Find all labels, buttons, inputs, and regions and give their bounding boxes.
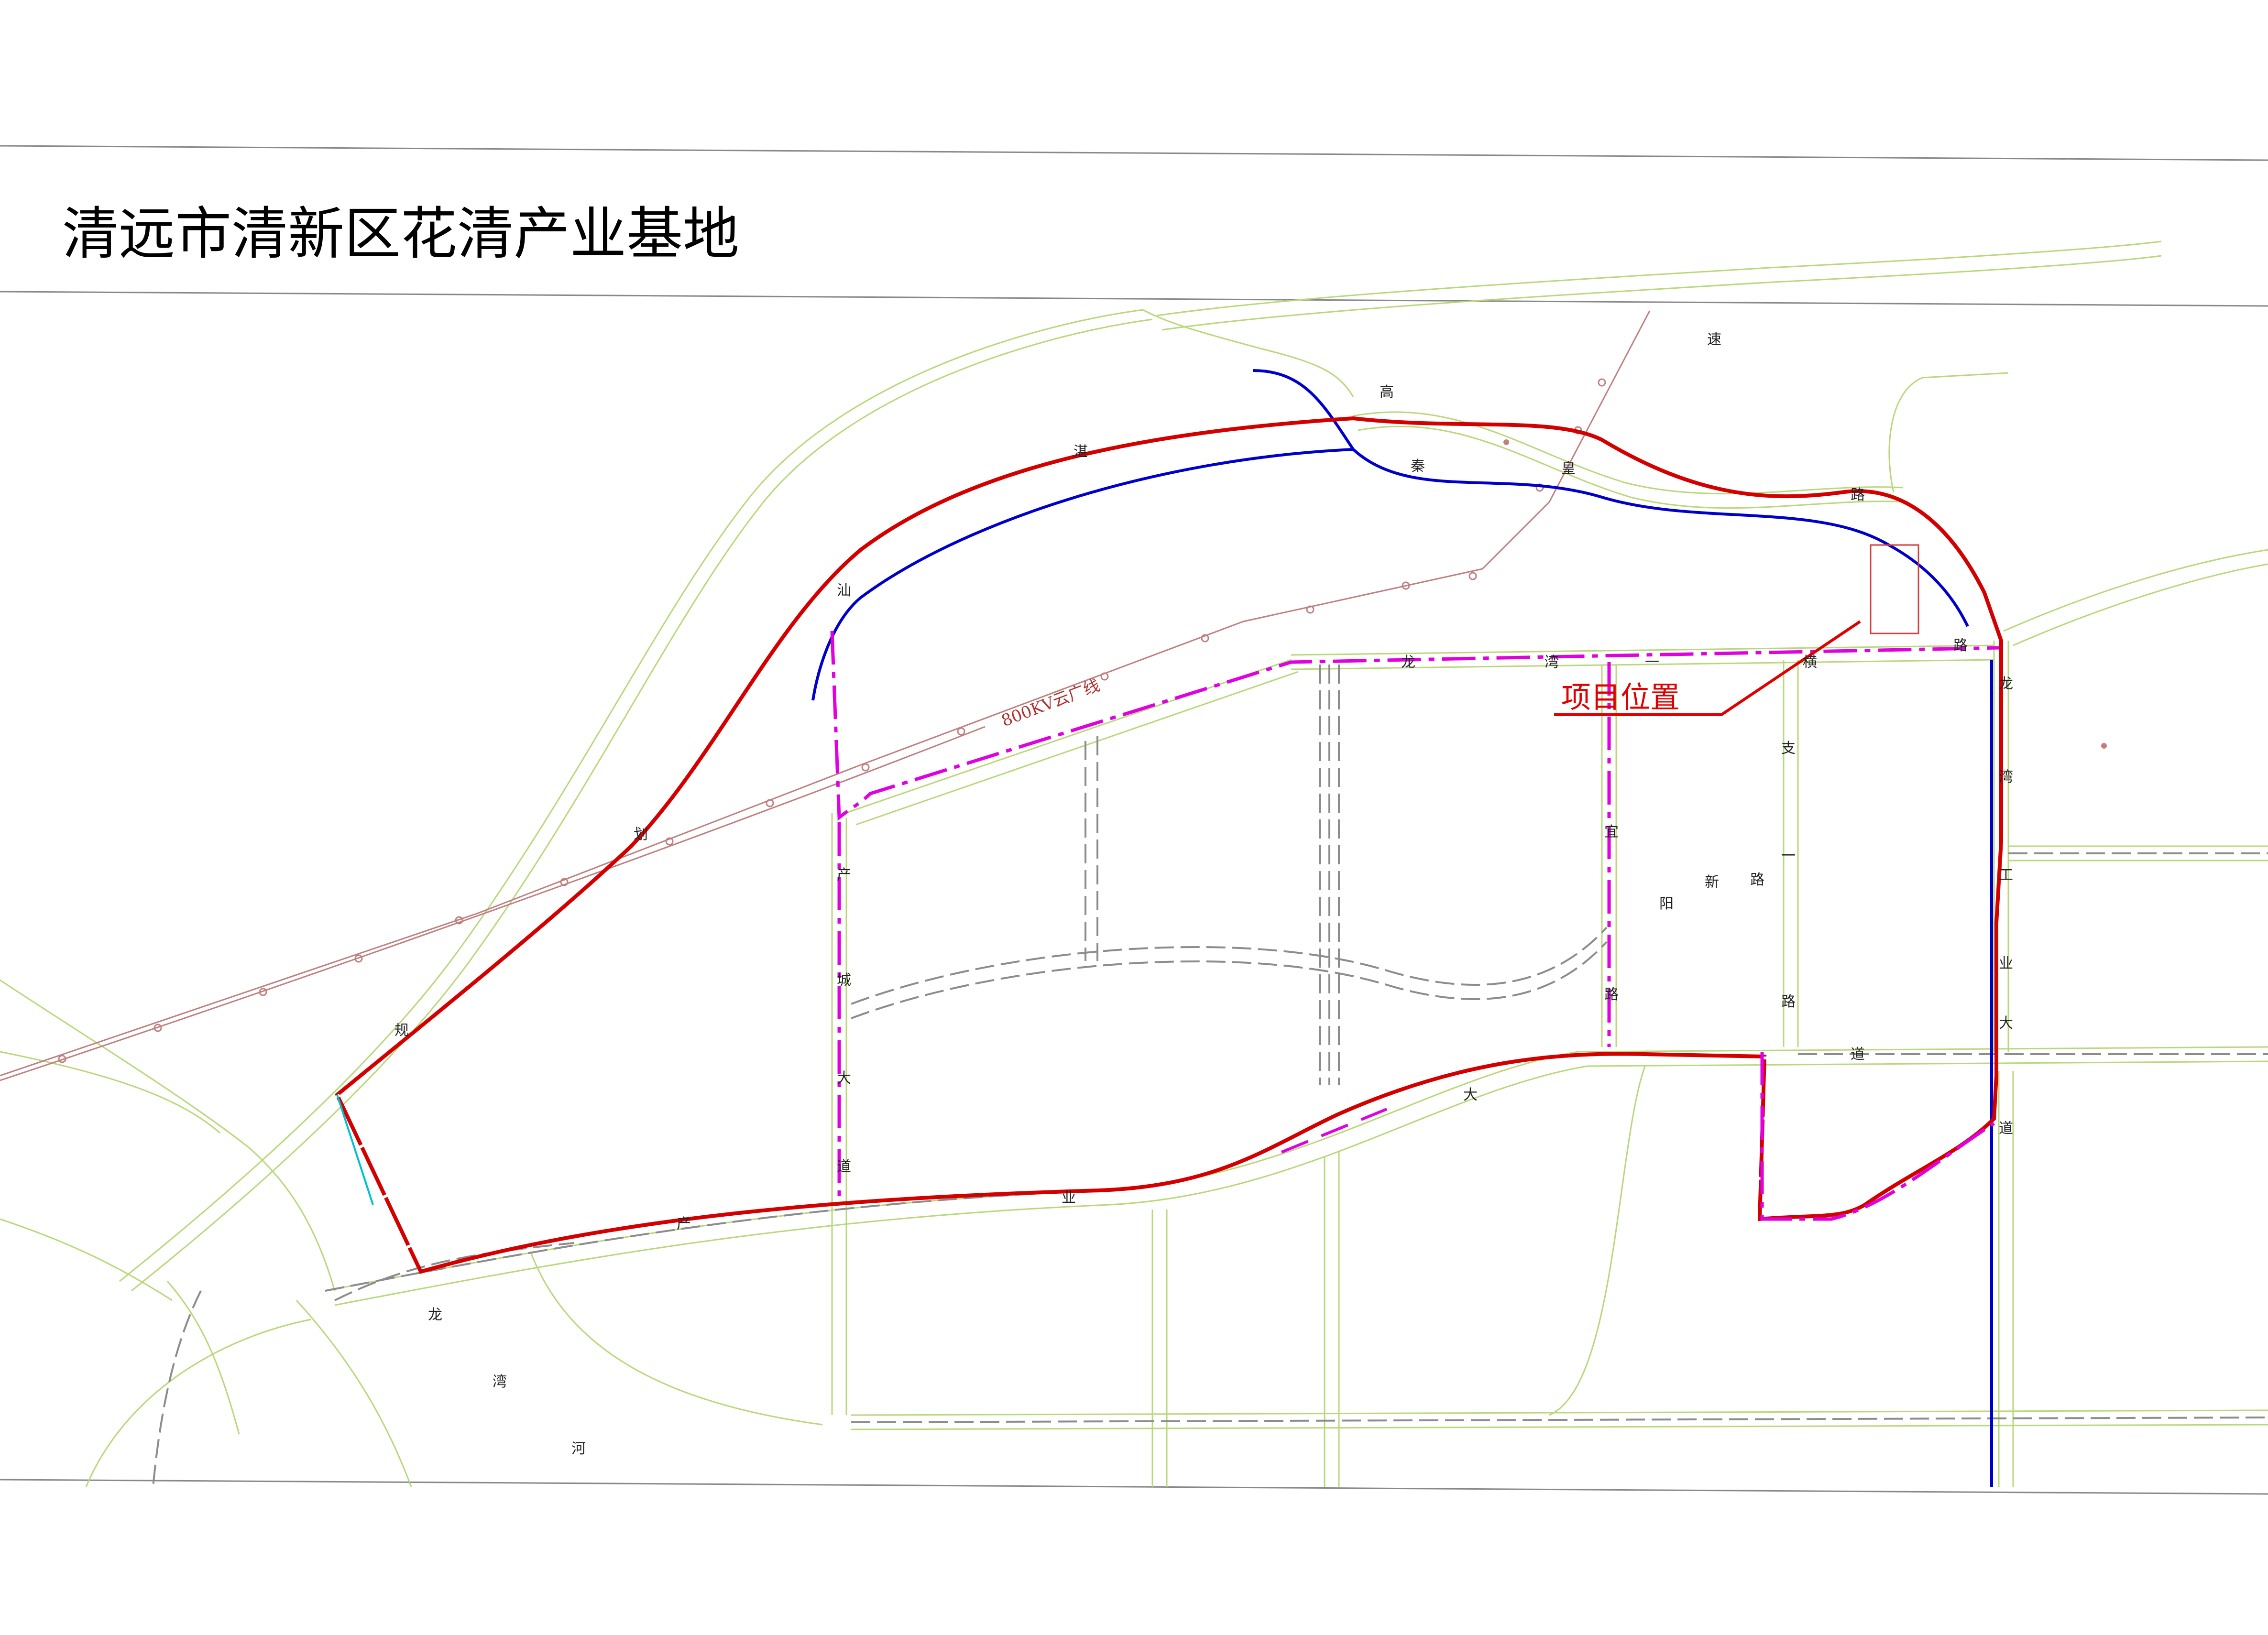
site-boundary [335,416,2003,1274]
label-lwgy-3: 工 [1999,867,2013,883]
label-chanye-1: 产 [677,1216,691,1232]
label-gaosu-1: 高 [1380,384,1394,401]
label-river-2: 湾 [493,1373,507,1390]
label-lwgy-2: 湾 [1999,769,2013,785]
label-zhi1-3: 路 [1781,993,1796,1010]
blue-line-west [811,448,1354,701]
magenta-boundary [830,631,1999,821]
label-shanzhan-1: 汕 [837,582,851,599]
survey-point [1503,439,1509,445]
label-longwan1-1: 龙 [1401,654,1415,671]
label-yiyang-4: 路 [1750,872,1764,888]
label-yiyang-3: 新 [1705,874,1719,891]
label-lwgy-5: 大 [1999,1015,2013,1032]
label-shanzhan-2: 湛 [1074,444,1088,460]
road-labels: 高 速 汕 湛 秦 皇 路 规 划 龙 湾 一 横 路 龙 湾 工 业 大 道 … [394,331,2013,1457]
label-river-1: 龙 [428,1307,442,1323]
label-lwgy-4: 业 [1999,955,2013,972]
label-zhi1-2: 一 [1781,848,1796,864]
power-line-800kv [0,310,1651,1081]
label-qinhuang-3: 路 [1851,487,1865,503]
label-lwgy-1: 龙 [1999,676,2013,692]
label-zhi1-1: 支 [1781,740,1796,757]
road-centerlines [152,665,2268,1487]
label-lwgy-6: 道 [1999,1120,2013,1137]
label-chancheng-3: 大 [837,1070,851,1087]
road-network [0,240,2268,1487]
label-gaosu-2: 速 [1707,331,1721,348]
label-yiyang-5: 路 [1604,986,1619,1003]
label-guihua-1: 规 [394,1022,409,1039]
label-chanye-2: 业 [1062,1189,1076,1206]
magenta-south [1760,1052,1995,1221]
title-frame [0,145,2268,1495]
label-qinhuang-1: 秦 [1411,458,1425,475]
label-chancheng-1: 产 [837,867,851,883]
project-leader-line [1554,620,1861,716]
cyan-line [336,1094,374,1205]
label-longwan1-3: 一 [1645,654,1659,671]
label-yiyang-1: 宜 [1604,824,1619,840]
power-line-label: 800KV云广线 [999,676,1103,730]
label-chanye-4: 道 [1851,1046,1865,1063]
magenta-chanye [1281,1108,1388,1154]
label-chancheng-2: 城 [837,972,851,989]
label-chanye-3: 大 [1463,1087,1478,1103]
label-qinhuang-2: 皇 [1561,460,1576,477]
label-yiyang-2: 阳 [1659,895,1674,912]
project-location-label: 项目位置 [1561,680,1680,715]
project-site-rect [1870,544,1919,634]
label-longwan1-5: 路 [1953,637,1968,654]
label-longwan1-2: 湾 [1545,654,1559,671]
blue-line [1252,369,1969,627]
label-chancheng-4: 道 [837,1158,851,1175]
label-guihua-2: 划 [634,826,648,843]
survey-point [2101,743,2107,749]
label-river-3: 河 [571,1440,586,1457]
page-title: 清远市清新区花清产业基地 [62,201,739,267]
label-longwan1-4: 横 [1803,654,1817,671]
